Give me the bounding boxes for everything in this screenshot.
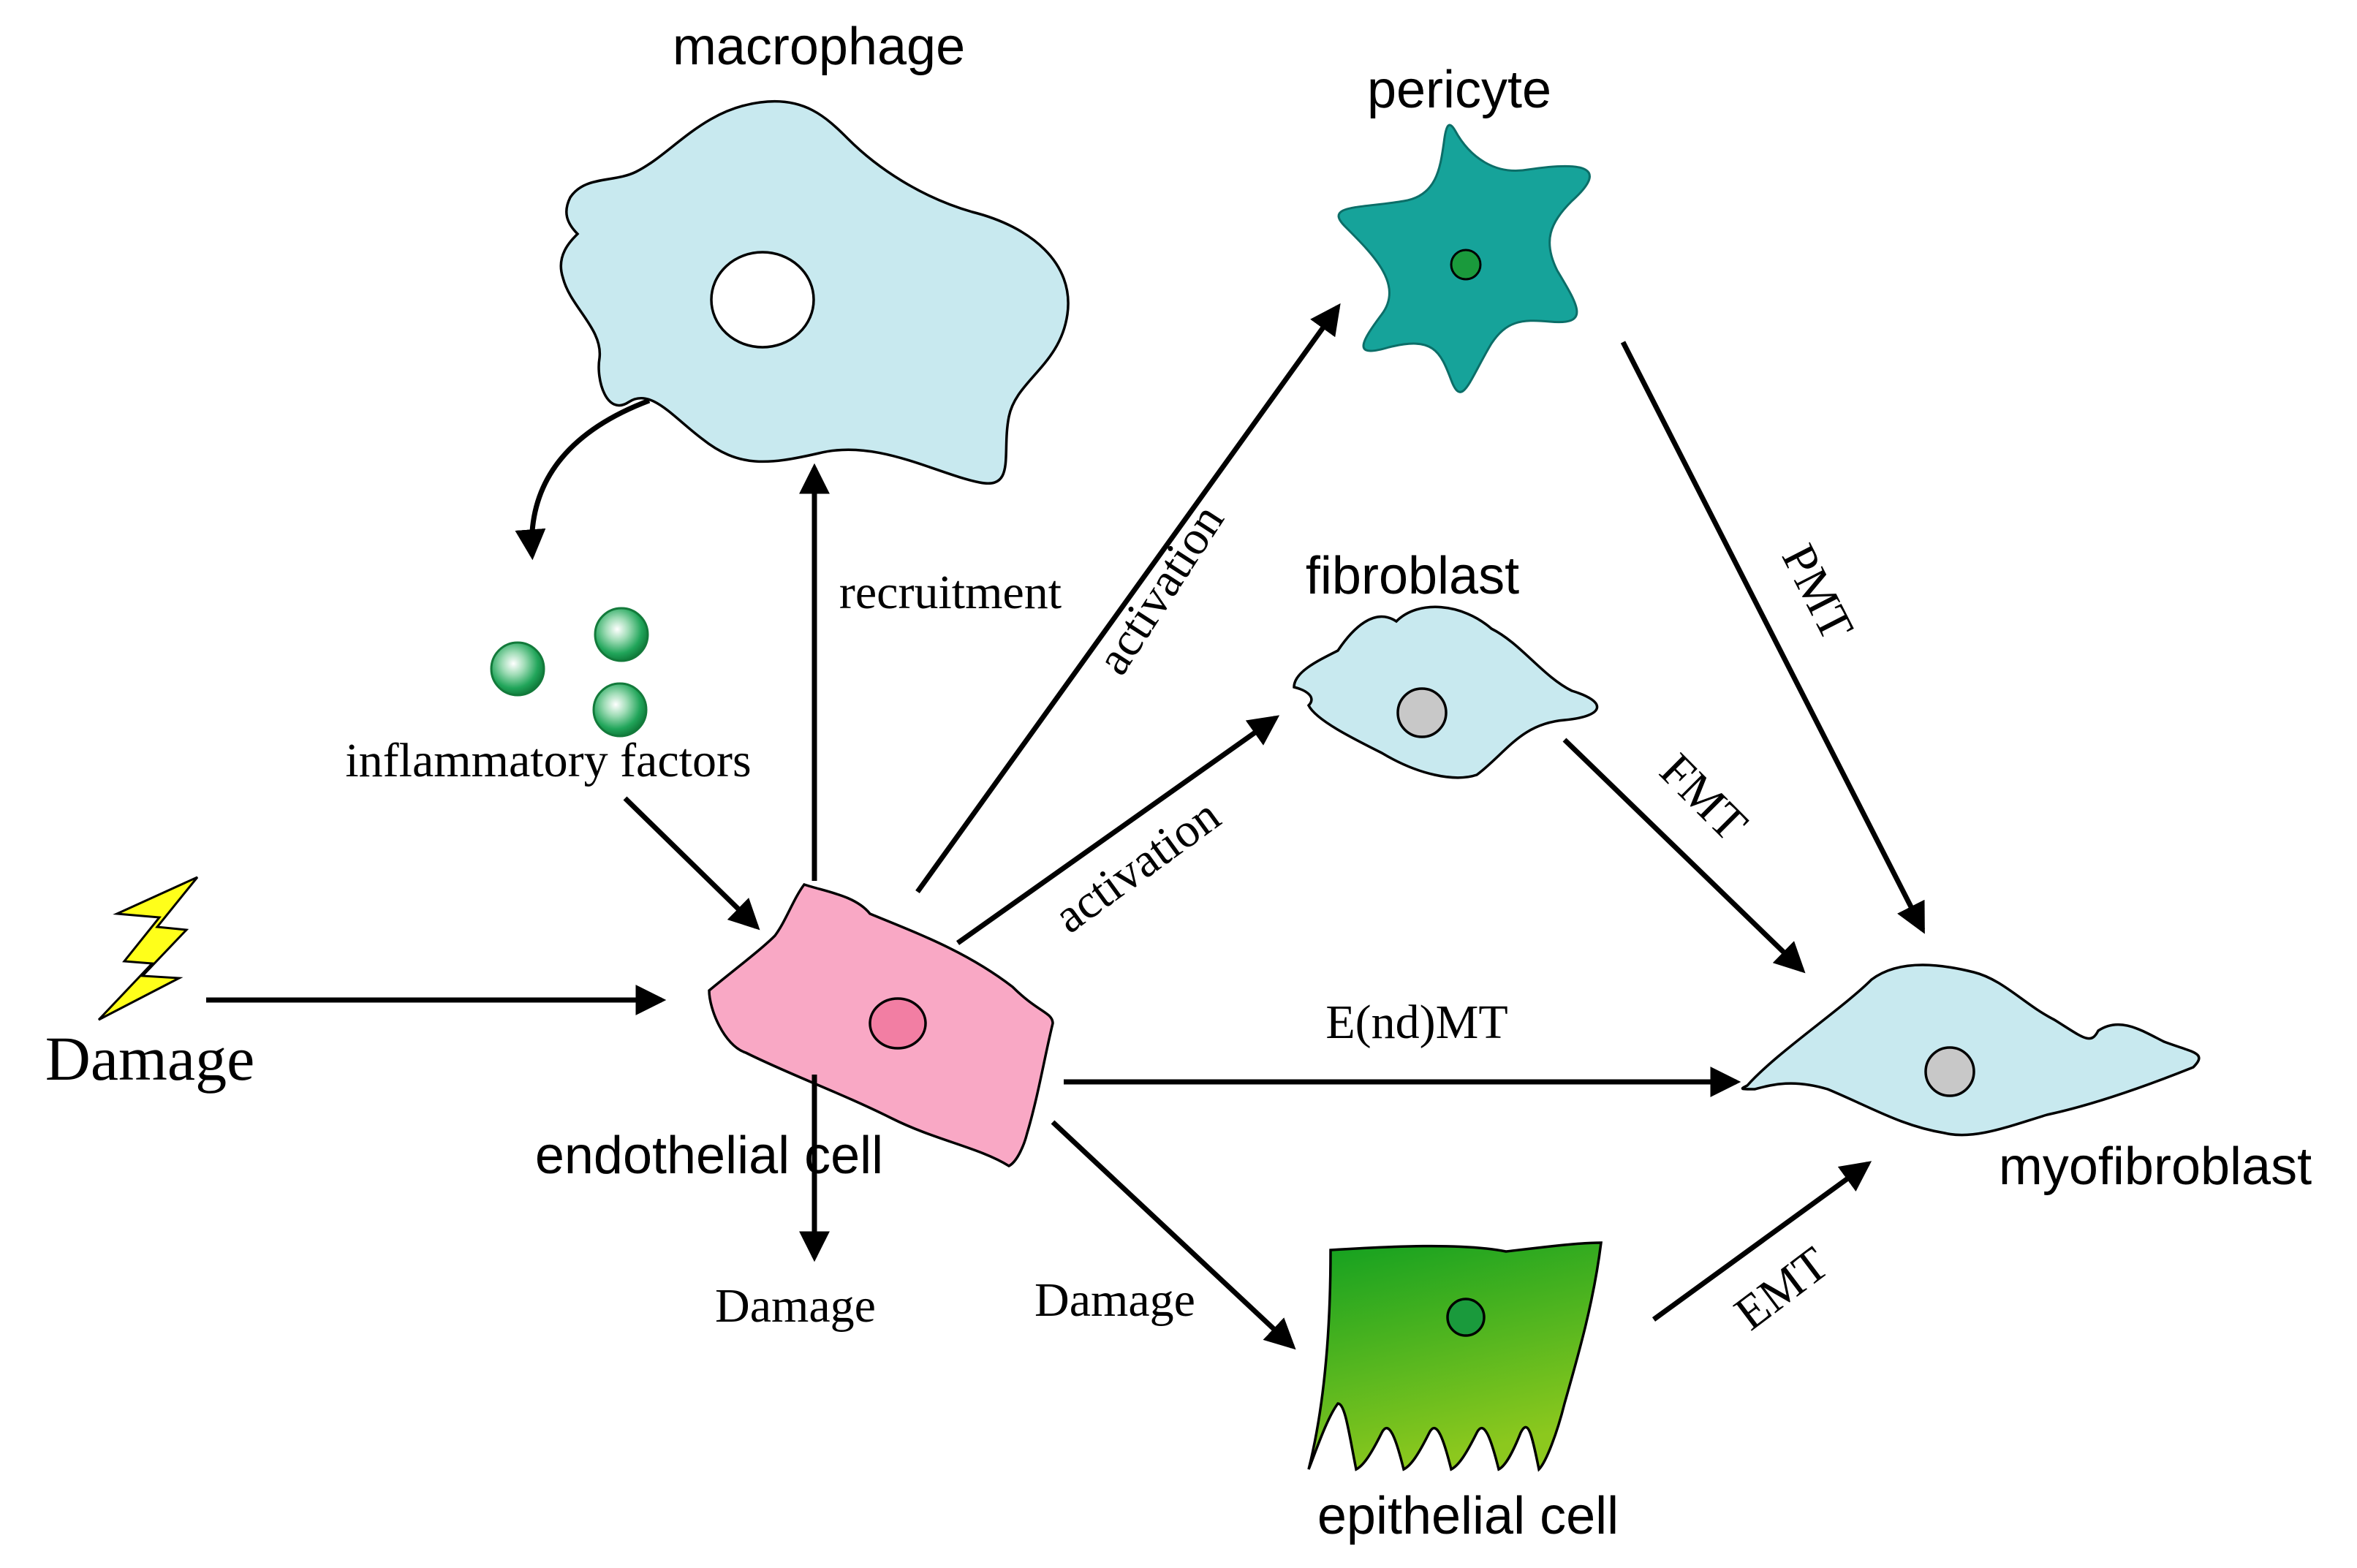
endmt-label: E(nd)MT xyxy=(1325,996,1507,1049)
damage-epithelial-label: Damage xyxy=(1034,1273,1195,1327)
arrow-pmt xyxy=(1620,341,1926,934)
arrow-emt xyxy=(1652,1161,1872,1322)
activation-pericyte-label: activation xyxy=(1086,495,1234,683)
endothelial-cell-nucleus xyxy=(869,997,927,1050)
pericyte: pericyte xyxy=(1337,61,1591,393)
epithelial-cell-label: epithelial cell xyxy=(1317,1487,1619,1545)
arrow-factors-to-endothelial xyxy=(623,796,760,931)
myofibroblast-nucleus xyxy=(1924,1046,1975,1097)
inflammatory-factor-dot xyxy=(490,641,545,697)
epithelial-cell-body xyxy=(1307,1241,1603,1472)
macrophage-nucleus xyxy=(710,251,815,349)
lightning-icon xyxy=(97,876,199,1021)
recruitment-label: recruitment xyxy=(839,566,1062,619)
fibroblast-nucleus xyxy=(1396,687,1448,738)
arrow-macrophage-to-factors xyxy=(515,398,651,561)
endothelial-cell-label: endothelial cell xyxy=(535,1126,883,1185)
arrow-activation-pericyte xyxy=(915,303,1341,894)
inflammatory-factors: inflammatory factors xyxy=(345,607,752,787)
macrophage: macrophage xyxy=(559,18,1070,485)
pericyte-nucleus xyxy=(1450,249,1482,281)
damage-down-label: Damage xyxy=(715,1279,876,1333)
damage-input: Damage xyxy=(45,876,255,1094)
myofibroblast: myofibroblast xyxy=(1741,963,2312,1196)
pmt-label: PMT xyxy=(1771,536,1864,648)
endothelial-cell: endothelial cell xyxy=(535,882,1054,1185)
inflammatory-factor-dot xyxy=(592,682,648,738)
arrow-activation-fibroblast xyxy=(956,715,1280,945)
epithelial-cell: epithelial cell xyxy=(1307,1241,1619,1545)
damage-input-label: Damage xyxy=(45,1023,255,1094)
fibroblast: fibroblast xyxy=(1293,547,1599,779)
arrows xyxy=(206,303,1926,1350)
arrow-damage-epithelial xyxy=(1051,1120,1296,1350)
macrophage-body xyxy=(559,99,1070,485)
edge-labels: recruitment activation activation PMT FM… xyxy=(715,495,1864,1341)
macrophage-label: macrophage xyxy=(673,18,965,76)
pericyte-label: pericyte xyxy=(1367,61,1551,119)
arrow-fmt xyxy=(1562,738,1806,974)
inflammatory-factor-dot xyxy=(594,607,649,662)
inflammatory-factors-label: inflammatory factors xyxy=(345,734,751,787)
fibroblast-label: fibroblast xyxy=(1306,547,1519,605)
fibroblast-body xyxy=(1293,605,1599,779)
activation-fibroblast-label: activation xyxy=(1045,789,1230,944)
epithelial-cell-nucleus xyxy=(1446,1298,1486,1337)
myofibroblast-body xyxy=(1741,963,2201,1137)
myofibroblast-label: myofibroblast xyxy=(1999,1137,2312,1196)
